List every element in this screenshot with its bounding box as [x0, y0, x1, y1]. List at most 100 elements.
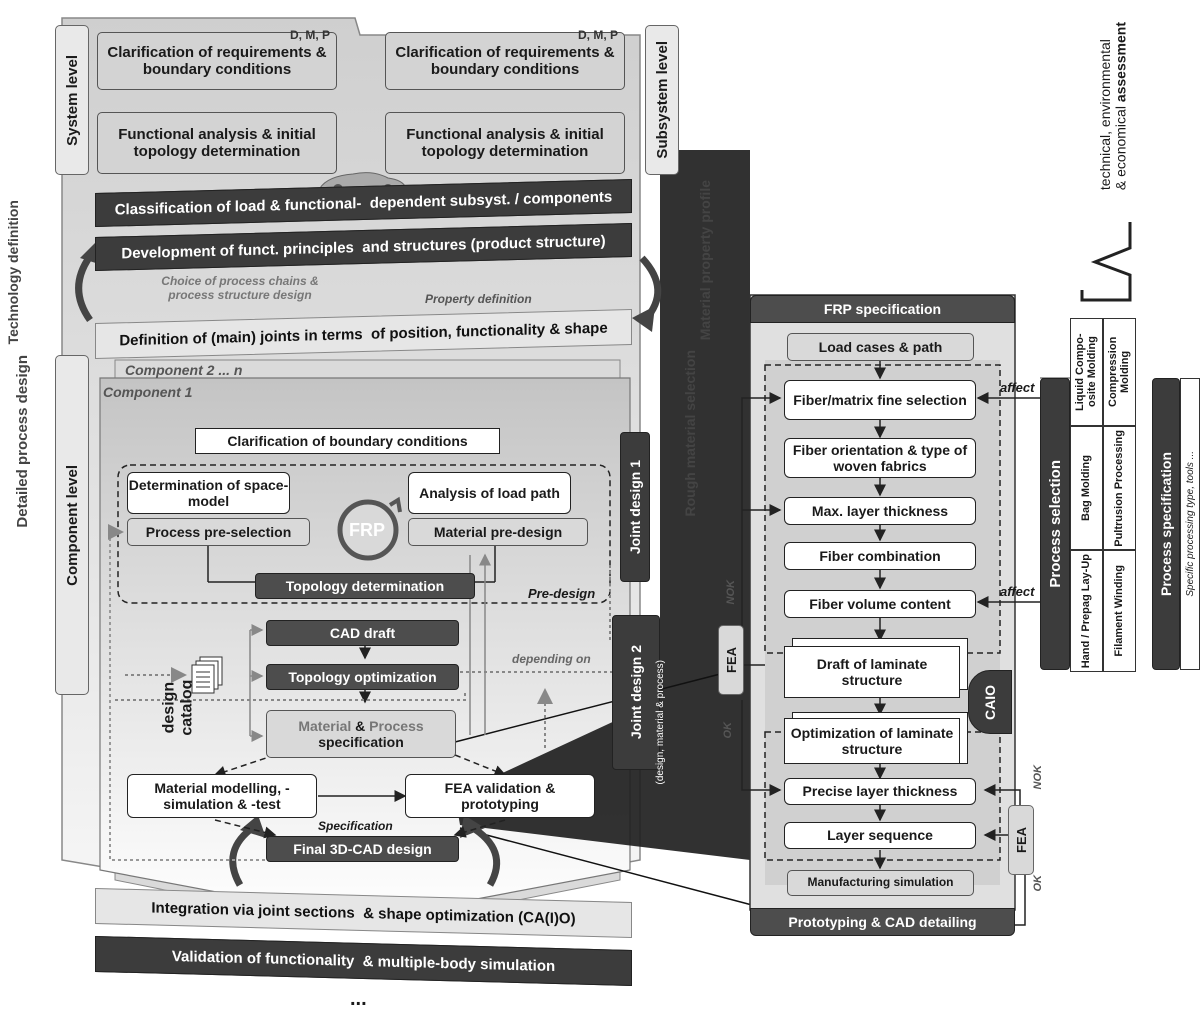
load-path-text: Analysis of load path	[419, 484, 560, 501]
nok-left-label: NOK	[725, 580, 737, 605]
process-selection-tab: Process selection	[1040, 378, 1070, 670]
fiber-combination-text: Fiber combination	[819, 547, 941, 564]
ok-left-label: OK	[722, 722, 734, 739]
fea-validation-box: FEA validation & prototyping	[405, 774, 595, 818]
liquid-molding-cell: Liquid Compo- osite Molding	[1070, 318, 1103, 426]
topology-optimization-text: Topology optimization	[288, 668, 437, 685]
assessment-label: technical, environmental & economical as…	[1097, 22, 1129, 191]
pultrusion-text: Pultrusion Processing	[1113, 429, 1126, 547]
ok-right-label: OK	[1032, 875, 1044, 892]
material-modelling-box: Material modelling, -simulation & -test	[127, 774, 317, 818]
max-layer-box: Max. layer thickness	[784, 497, 976, 525]
system-functional-box: Functional analysis & initial topology d…	[97, 112, 337, 174]
ellipsis-label: ...	[350, 988, 367, 1010]
clarification-bc-box: Clarification of boundary conditions	[195, 428, 500, 454]
draft-laminate-text: Draft of laminate structure	[816, 655, 928, 688]
component-1-label: Component 1	[103, 384, 193, 400]
hand-layup-text: Hand / Prepag Lay-Up	[1080, 553, 1093, 669]
specific-processing-cell: Specific processing type, tools ...	[1180, 378, 1200, 670]
material-property-profile-label: Material property profile	[697, 180, 713, 341]
cad-draft-box: CAD draft	[266, 620, 459, 646]
hand-layup-cell: Hand / Prepag Lay-Up	[1070, 550, 1103, 672]
system-clarification-box: Clarification of requirements & boundary…	[97, 32, 337, 90]
affect-label-top: affect	[1000, 380, 1035, 395]
fea-left-label: FEA	[723, 647, 739, 673]
topology-optimization-box: Topology optimization	[266, 664, 459, 690]
fiber-matrix-text: Fiber/matrix fine selection	[793, 391, 967, 408]
classification-left: Classification of load & functional-	[114, 194, 362, 219]
fiber-volume-box: Fiber volume content	[784, 590, 976, 618]
nok-right-label: NOK	[1032, 765, 1044, 790]
system-dmp-label: D, M, P	[290, 28, 331, 42]
prototyping-text: Prototyping & CAD detailing	[788, 913, 977, 930]
prototyping-box: Prototyping & CAD detailing	[750, 908, 1015, 936]
joint-design-1-label: Joint design 1	[627, 459, 643, 555]
material-process-spec-box: Material & Process specification	[266, 710, 456, 758]
clarification-bc-2: boundary conditions	[329, 432, 468, 449]
system-clarification-text: Clarification of requirements & boundary…	[107, 43, 327, 78]
amp-word: &	[351, 717, 370, 734]
fea-right-label: FEA	[1013, 827, 1029, 853]
process-preselection-text: Process pre-selection	[145, 523, 292, 540]
frp-spec-title: FRP specification	[750, 295, 1015, 323]
integration-right: & shape optimization (CA(I)O)	[363, 904, 576, 928]
filament-winding-text: Filament Winding	[1113, 565, 1126, 657]
manufacturing-sim-text: Manufacturing simulation	[807, 875, 954, 890]
specific-processing-text: Specific processing type, tools ...	[1184, 451, 1196, 597]
frp-circle-label: FRP	[349, 520, 385, 540]
system-level-tab: System level	[55, 25, 89, 175]
fea-left-tab: FEA	[718, 625, 744, 695]
subsystem-level-label: Subsystem level	[653, 41, 671, 159]
filament-winding-cell: Filament Winding	[1103, 550, 1136, 672]
validation-left: Validation of functionality	[171, 947, 355, 970]
documents-icon	[191, 656, 223, 694]
joints-left: Definition of (main) joints in terms	[119, 325, 363, 349]
max-layer-text: Max. layer thickness	[811, 502, 949, 519]
fiber-matrix-box: Fiber/matrix fine selection	[784, 380, 976, 420]
subsystem-functional-box: Functional analysis & initial topology d…	[385, 112, 625, 174]
liquid-molding-text: Liquid Compo- osite Molding	[1074, 333, 1099, 411]
assessment-line2-bold: assessment	[1112, 22, 1129, 103]
joints-right: of position, functionality & shape	[371, 319, 608, 343]
system-functional-text: Functional analysis & initial topology d…	[118, 125, 316, 160]
process-preselection-box: Process pre-selection	[127, 518, 310, 546]
system-level-label: System level	[63, 54, 81, 146]
layer-sequence-box: Layer sequence	[784, 822, 976, 849]
choice-label: Choice of process chains & process struc…	[161, 274, 319, 302]
caio-label: CAIO	[982, 684, 998, 720]
fiber-volume-text: Fiber volume content	[809, 595, 951, 612]
load-cases-box: Load cases & path	[787, 333, 974, 361]
bag-molding-cell: Bag Molding	[1070, 426, 1103, 550]
joint-design-2-tab: Joint design 2	[612, 615, 660, 770]
precise-layer-text: Precise layer thickness	[802, 783, 958, 800]
joint-design-1-tab: Joint design 1	[620, 432, 650, 582]
integration-left: Integration via joint sections	[151, 898, 355, 922]
cad-draft-text: CAD draft	[329, 624, 396, 641]
technology-definition-label: Technology definition	[5, 200, 21, 345]
bag-molding-text: Bag Molding	[1080, 455, 1093, 521]
precise-layer-box: Precise layer thickness	[784, 778, 976, 805]
assessment-line2: & economical assessment	[1112, 22, 1129, 191]
load-cases-text: Load cases & path	[818, 338, 943, 355]
specification-label: Specification	[318, 819, 393, 833]
depending-on-label: depending on	[512, 652, 591, 666]
joint-design-2-sub: (design, material & process)	[655, 660, 666, 785]
material-predesign-text: Material pre-design	[433, 523, 563, 540]
process-specification-label: Process specification	[1158, 452, 1174, 596]
pultrusion-cell: Pultrusion Processing	[1103, 426, 1136, 550]
layer-sequence-text: Layer sequence	[827, 827, 933, 844]
fiber-orientation-box: Fiber orientation & type of woven fabric…	[784, 438, 976, 478]
pre-design-label: Pre-design	[528, 586, 596, 601]
compression-molding-cell: Compression Molding	[1103, 318, 1136, 426]
assessment-line2-normal: & economical	[1112, 102, 1129, 191]
classification-right: dependent subsyst. / components	[369, 187, 613, 212]
development-left: Development of funct. principles	[121, 238, 354, 262]
fea-validation-text: FEA validation & prototyping	[444, 779, 556, 812]
rough-material-selection-label: Rough material selection	[682, 350, 698, 517]
material-predesign-box: Material pre-design	[408, 518, 588, 546]
material-word: Material	[298, 717, 352, 734]
detailed-process-design-label: Detailed process design	[14, 355, 31, 528]
process-selection-label: Process selection	[1046, 460, 1064, 588]
validation-right: & multiple-body simulation	[362, 952, 556, 975]
